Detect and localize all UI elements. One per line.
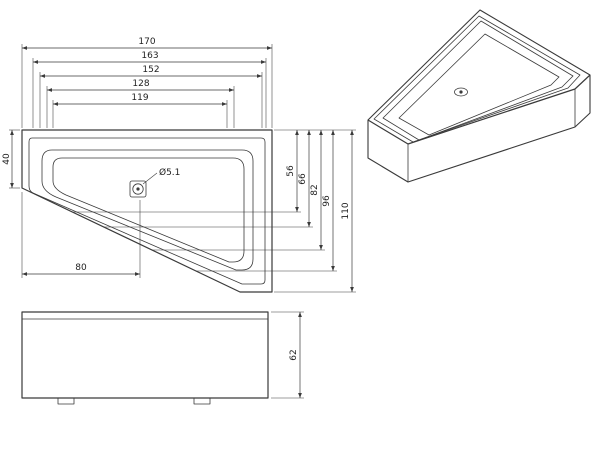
plan-rim-line: [28, 137, 266, 285]
plan-drain: Ø5.1: [129, 167, 180, 198]
plan-dimension-left: 40: [2, 129, 20, 189]
plan-tub-outline: [21, 129, 273, 293]
iso-basin-rim: [382, 20, 574, 141]
front-foot-right: [193, 397, 211, 405]
plan-dim-top-152: 152: [142, 65, 159, 75]
plan-dim-right-82: 82: [310, 184, 320, 195]
front-dimension-height: 62: [271, 311, 304, 399]
front-dim-height-62: 62: [289, 349, 299, 360]
iso-tub-body: [367, 9, 591, 183]
isometric-view: [367, 9, 591, 183]
plan-dimension-bottom: 80: [21, 192, 141, 278]
front-view: 62: [21, 311, 304, 405]
front-foot-left: [57, 397, 75, 405]
plan-view: Ø5.1 170 163 152 128 119: [2, 37, 356, 293]
plan-dim-bottom-80: 80: [75, 263, 87, 273]
plan-dim-right-110: 110: [341, 202, 351, 219]
iso-drain-dot: [459, 90, 463, 94]
plan-dim-top-170: 170: [138, 37, 155, 47]
iso-corner-rim-edge: [574, 74, 591, 90]
iso-rim-line: [373, 15, 581, 143]
drain-leader-line: [142, 172, 158, 185]
iso-left-rim-edge: [367, 119, 409, 145]
plan-basin-contour: [41, 149, 254, 271]
plan-basin-bottom-contour: [52, 157, 245, 263]
iso-front-rim-edge: [407, 88, 576, 145]
plan-dimensions-right: 56 66 82 96 110: [72, 129, 356, 293]
drain-diameter-label: Ø5.1: [159, 167, 180, 178]
drain-center-dot: [136, 187, 140, 191]
plan-dimensions-top: 170 163 152 128 119: [21, 37, 273, 128]
iso-drain-circle: [454, 87, 468, 97]
drain-circle: [132, 183, 144, 195]
plan-dim-right-56: 56: [286, 165, 296, 177]
plan-dim-top-128: 128: [132, 79, 149, 89]
front-panel-outline: [21, 311, 269, 399]
plan-dim-right-96: 96: [322, 195, 332, 207]
plan-dim-right-66: 66: [298, 173, 308, 185]
iso-basin-bottom: [398, 33, 560, 136]
plan-dim-top-119: 119: [131, 93, 148, 103]
drain-frame: [129, 180, 147, 198]
plan-dim-top-163: 163: [141, 51, 158, 61]
plan-dim-left-40: 40: [2, 153, 12, 165]
